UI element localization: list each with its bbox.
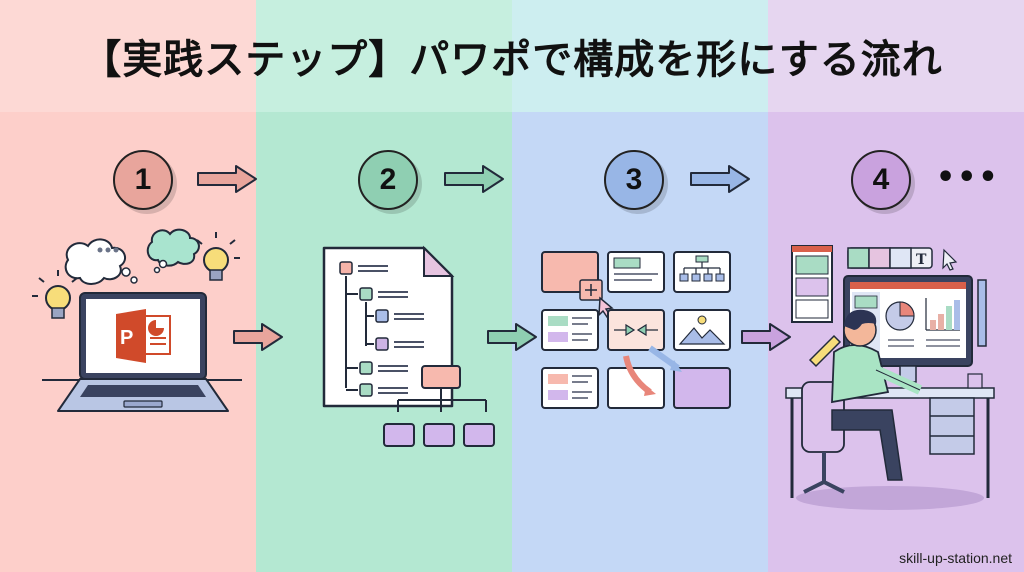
title-band (768, 0, 1024, 112)
pencil-cup-icon (967, 373, 983, 389)
step-2-column (256, 0, 512, 572)
arrow-right-icon (487, 323, 537, 351)
step-4-badge: 4 (851, 150, 911, 210)
marker-tool-icon (889, 247, 912, 269)
pen-icon (808, 334, 842, 368)
arrow-right-icon (690, 165, 750, 193)
move-icon (579, 279, 603, 301)
site-watermark: skill-up-station.net (899, 550, 1012, 566)
thought-cloud-icon (64, 238, 138, 285)
person-at-desk-illustration: T (785, 245, 995, 510)
step-3-badge: 3 (604, 150, 664, 210)
step-1-badge: 1 (113, 150, 173, 210)
continuation-ellipsis: ••• (936, 160, 1000, 195)
image-icon (678, 327, 726, 345)
arrow-right-icon (233, 323, 283, 351)
title-band (512, 0, 768, 112)
pencil-tool-icon (868, 247, 891, 269)
title-band (256, 0, 512, 112)
pencil-icon (977, 279, 987, 347)
outline-document-illustration (322, 245, 495, 447)
lightbulb-icon (32, 270, 78, 319)
laptop-ideas-illustration: P (32, 228, 242, 412)
arrow-right-icon (197, 165, 257, 193)
slide-grid-illustration (541, 251, 731, 409)
cursor-icon (942, 248, 958, 271)
powerpoint-logo-icon: P (116, 309, 171, 363)
arrow-right-icon (444, 165, 504, 193)
arrow-right-icon (741, 323, 791, 351)
merge-arrows-icon (614, 323, 658, 337)
toolbar: T (847, 247, 933, 269)
step-2-badge: 2 (358, 150, 418, 210)
text-tool-icon: T (916, 252, 927, 268)
svg-text:P: P (120, 327, 133, 349)
title-band (0, 0, 256, 112)
page-title: 【実践ステップ】パワポで構成を形にする流れ (81, 37, 943, 83)
pen-tool-icon (847, 247, 870, 269)
lightbulb-icon (196, 232, 240, 281)
thought-cloud-icon (146, 228, 200, 274)
step-1-column (0, 0, 256, 572)
